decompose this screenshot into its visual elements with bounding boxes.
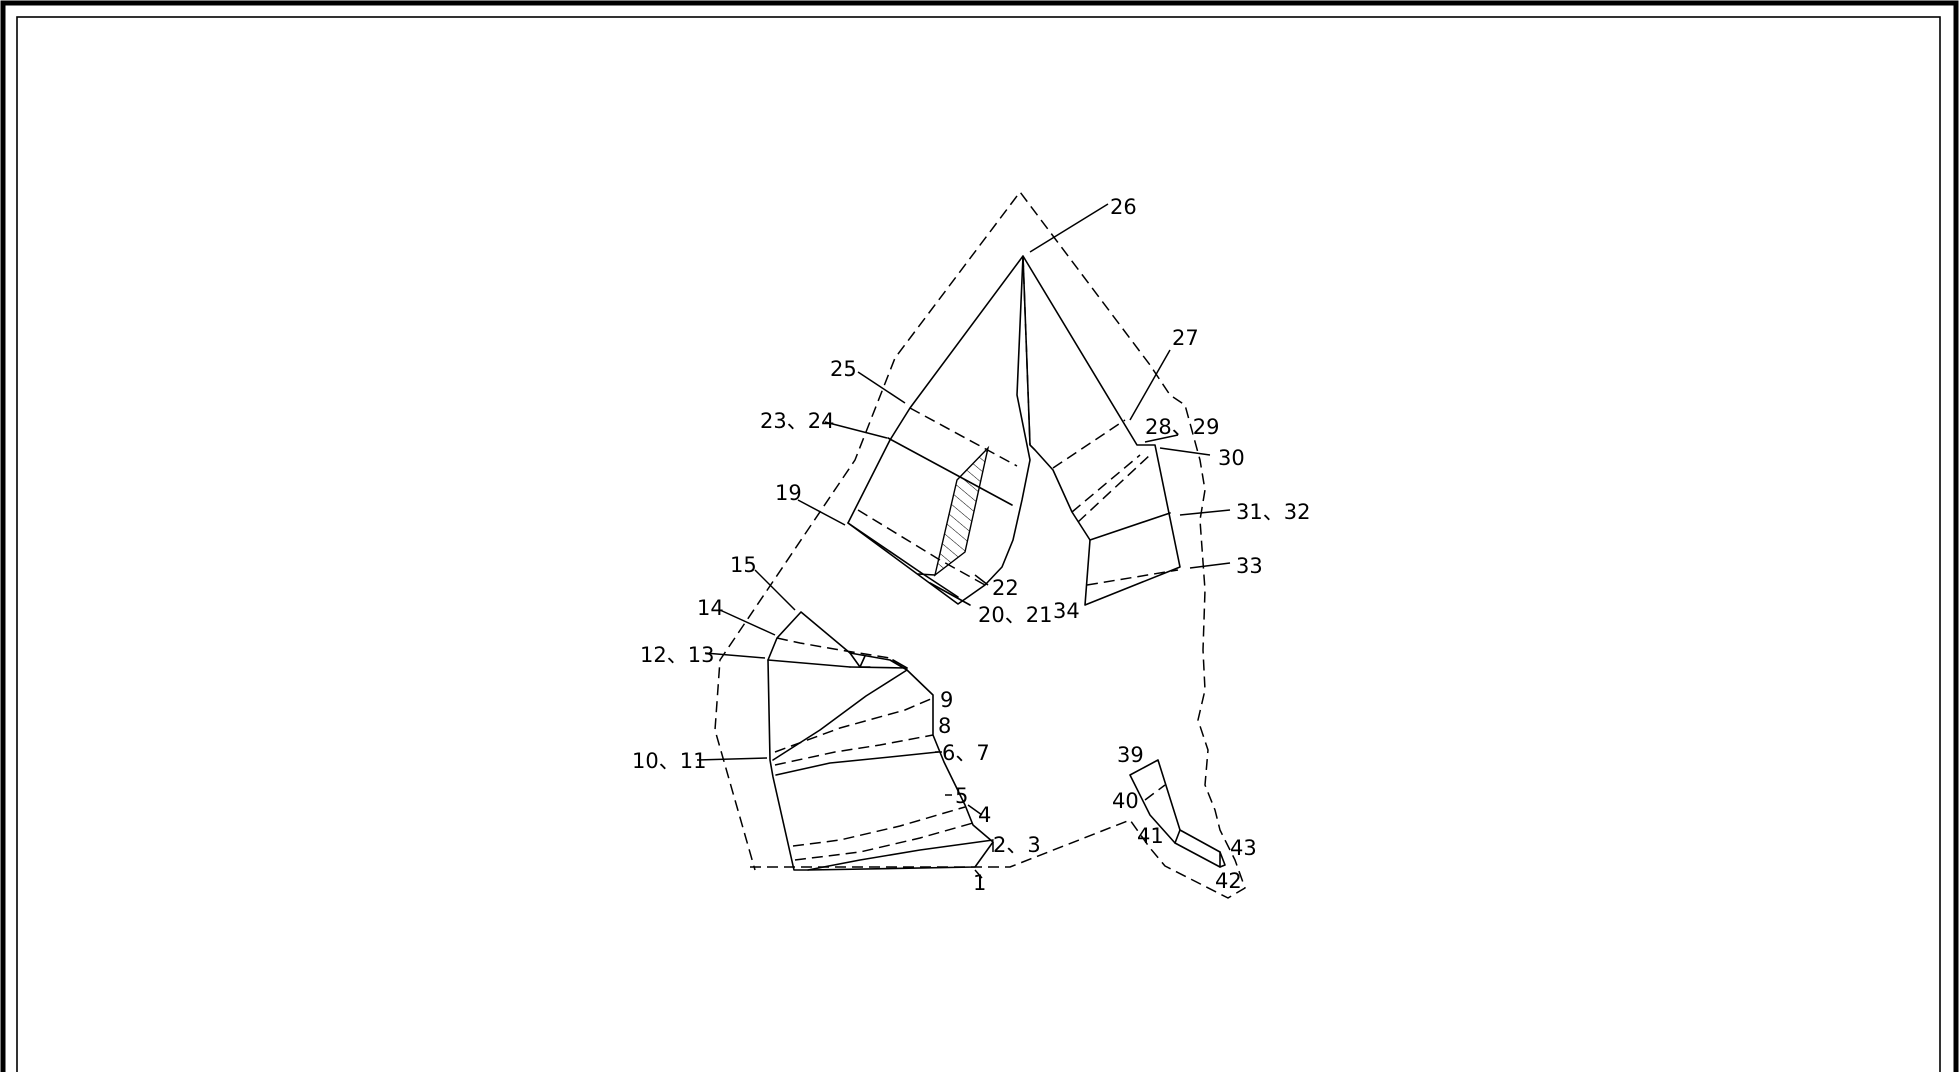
upper-left-outline xyxy=(847,255,1031,605)
lower-left-line-e xyxy=(775,751,939,776)
lower-left-line-d xyxy=(772,669,908,761)
upper-left-line-d xyxy=(917,573,936,576)
leader-23-24 xyxy=(824,421,888,439)
lower-left-line-c xyxy=(892,659,908,669)
label-14: 14 xyxy=(697,596,724,620)
upper-left-line-e xyxy=(929,582,971,606)
lower-left-dash-a xyxy=(774,697,934,753)
label-5: 5 xyxy=(955,784,968,808)
label-20-21: 20、21 xyxy=(978,603,1052,627)
label-30: 30 xyxy=(1218,446,1245,470)
lower-left-dash-e xyxy=(776,637,891,659)
parcel-labels: 1 2、3 4 5 6、7 8 9 10、11 12、13 14 15 19 2… xyxy=(632,195,1310,895)
label-31-32: 31、32 xyxy=(1236,500,1310,524)
leader-12-13 xyxy=(704,652,766,659)
label-40: 40 xyxy=(1112,789,1139,813)
label-22: 22 xyxy=(992,576,1019,600)
lower-left-small-mark xyxy=(849,652,871,668)
upper-left-hatched-strip xyxy=(933,445,990,577)
label-9: 9 xyxy=(940,688,953,712)
lower-right-parcel xyxy=(1129,759,1226,868)
sheet-inner-border xyxy=(16,16,1941,1072)
lower-left-outline xyxy=(767,611,994,871)
upper-left-line-a xyxy=(887,437,1013,506)
label-39: 39 xyxy=(1117,743,1144,767)
upper-right-dash-c xyxy=(1077,454,1151,523)
label-4: 4 xyxy=(978,803,991,827)
lower-left-line-a xyxy=(767,659,851,668)
lower-right-dash-a xyxy=(1144,784,1166,801)
label-1: 1 xyxy=(973,871,986,895)
upper-left-parcel xyxy=(847,255,1031,606)
leader-26 xyxy=(1029,203,1109,253)
leader-4 xyxy=(967,804,983,816)
label-28-29: 28、29 xyxy=(1145,415,1219,439)
label-23-24: 23、24 xyxy=(760,409,834,433)
upper-left-line-b xyxy=(847,522,921,573)
upper-right-dash-d xyxy=(1086,569,1179,586)
label-25: 25 xyxy=(830,357,857,381)
leader-28-29 xyxy=(1144,434,1179,443)
leader-15 xyxy=(754,569,796,611)
upper-right-parcel xyxy=(1022,255,1181,606)
leader-14 xyxy=(719,609,776,636)
leader-19 xyxy=(797,499,846,526)
site-boundary xyxy=(714,191,1246,899)
label-10-11: 10、11 xyxy=(632,749,706,773)
lower-left-dash-d xyxy=(794,822,974,861)
upper-right-dash-b xyxy=(1071,454,1141,513)
upper-right-dash-a xyxy=(1052,419,1126,469)
label-12-13: 12、13 xyxy=(640,643,714,667)
label-41: 41 xyxy=(1137,824,1164,848)
leader-lines xyxy=(696,203,1231,879)
lower-left-line-b xyxy=(849,666,908,669)
lower-right-line-a xyxy=(1174,829,1181,844)
label-8: 8 xyxy=(938,714,951,738)
label-15: 15 xyxy=(730,553,757,577)
leader-33 xyxy=(1189,562,1231,569)
leader-22 xyxy=(974,574,989,586)
label-43: 43 xyxy=(1230,836,1257,860)
lower-left-line-f xyxy=(807,839,994,871)
upper-left-line-c xyxy=(919,571,959,598)
leader-10-11 xyxy=(696,757,768,761)
label-33: 33 xyxy=(1236,554,1263,578)
lower-left-parcel xyxy=(767,611,994,871)
leader-31-32 xyxy=(1179,509,1231,516)
leader-30 xyxy=(1159,447,1211,456)
label-26: 26 xyxy=(1110,195,1137,219)
lower-left-dash-c xyxy=(792,806,966,847)
label-42: 42 xyxy=(1215,869,1242,893)
lower-right-outline xyxy=(1129,759,1226,868)
label-6-7: 6、7 xyxy=(942,741,990,765)
leader-1 xyxy=(974,869,983,879)
leader-27 xyxy=(1129,349,1171,421)
label-19: 19 xyxy=(775,481,802,505)
upper-right-line-a xyxy=(1089,512,1171,541)
label-34: 34 xyxy=(1053,599,1080,623)
label-2-3: 2、3 xyxy=(993,833,1041,857)
upper-left-dash-b xyxy=(909,407,1018,467)
leader-25 xyxy=(857,371,906,404)
label-27: 27 xyxy=(1172,326,1199,350)
